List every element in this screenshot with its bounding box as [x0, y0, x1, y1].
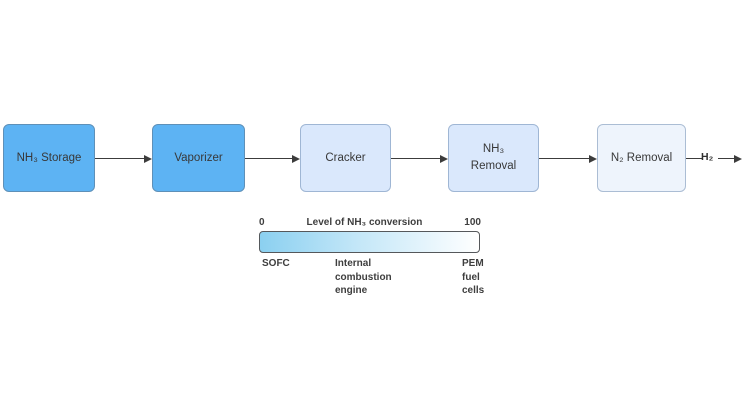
flow-line-n2-removal-to-h2 — [686, 158, 702, 159]
legend-scale-header: 0 Level of NH₃ conversion 100 — [259, 217, 481, 228]
process-box-n2-removal: N₂ Removal — [597, 124, 686, 192]
legend-label-pem-fuel-cells: PEM fuel cells — [462, 258, 485, 296]
flow-arrow-cracker-to-nh3-removal — [391, 154, 448, 163]
conversion-gradient-bar — [259, 231, 480, 253]
process-box-cracker: Cracker — [300, 124, 391, 192]
legend-scale-title: Level of NH₃ conversion — [306, 217, 423, 228]
legend-label-internal-combustion-engine: Internal combustion engine — [335, 258, 392, 296]
legend-scale-min: 0 — [259, 217, 265, 228]
legend-scale-max: 100 — [464, 217, 481, 228]
process-box-nh3-removal: NH₃ Removal — [448, 124, 539, 192]
h2-output-label: H₂ — [701, 151, 714, 163]
flow-arrow-h2-output — [718, 154, 742, 163]
process-box-vaporizer: Vaporizer — [152, 124, 245, 192]
process-box-nh3-storage: NH₃ Storage — [3, 124, 95, 192]
flow-arrow-nh3-removal-to-n2-removal — [539, 154, 597, 163]
flow-arrow-storage-to-vaporizer — [95, 154, 152, 163]
legend-label-sofc: SOFC — [262, 258, 290, 269]
flow-arrow-vaporizer-to-cracker — [245, 154, 300, 163]
